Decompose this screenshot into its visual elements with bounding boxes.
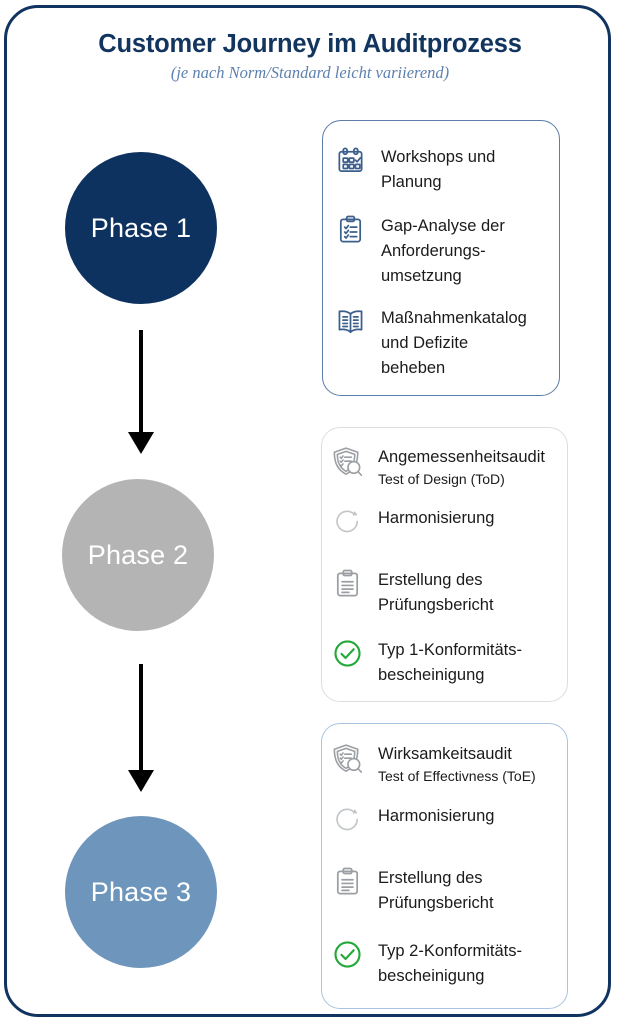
- phase-circle-3[interactable]: Phase 3: [65, 816, 217, 968]
- phase-circle-1[interactable]: Phase 1: [65, 152, 217, 304]
- list-item-title: Typ 1-Konformitäts- bescheinigung: [378, 641, 522, 684]
- page-title: Customer Journey im Auditprozess: [98, 30, 522, 58]
- phase-2-card: Angemessenheitsaudit Test of Design (ToD…: [321, 427, 568, 702]
- list-item-title: Harmonisierung: [378, 509, 495, 527]
- open-book-icon: [333, 306, 367, 337]
- header: Customer Journey im Auditprozess (je nac…: [0, 28, 620, 84]
- list-item[interactable]: Workshops und Planung: [333, 145, 495, 195]
- shield-magnifier-icon: [330, 742, 364, 777]
- check-circle-icon: [330, 638, 364, 669]
- list-item[interactable]: Gap-Analyse der Anforderungs- umsetzung: [333, 214, 505, 289]
- calendar-check-icon: [333, 145, 367, 176]
- phase-circle-2-label: Phase 2: [87, 539, 189, 570]
- list-item-title: Erstellung des Prüfungsbericht: [378, 869, 494, 912]
- page-subtitle: (je nach Norm/Standard leicht variierend…: [170, 63, 450, 82]
- list-item-title: Wirksamkeitsaudit: [378, 745, 512, 763]
- list-item[interactable]: Typ 1-Konformitäts- bescheinigung: [330, 638, 522, 688]
- shield-magnifier-icon: [330, 445, 364, 480]
- list-item-title: Harmonisierung: [378, 807, 495, 825]
- list-item-title: Gap-Analyse der Anforderungs- umsetzung: [381, 217, 505, 285]
- list-item-title: Workshops und Planung: [381, 148, 496, 191]
- clipboard-lines-icon: [330, 568, 364, 599]
- list-item-title: Maßnahmenkatalog und Defizite beheben: [381, 309, 527, 377]
- list-item[interactable]: Harmonisierung: [330, 506, 494, 537]
- list-item[interactable]: Harmonisierung: [330, 804, 494, 835]
- phase-circle-1-label: Phase 1: [90, 212, 192, 243]
- arrow-shaft: [139, 330, 143, 434]
- list-item[interactable]: Angemessenheitsaudit Test of Design (ToD…: [330, 445, 545, 489]
- list-item-title: Typ 2-Konformitäts- bescheinigung: [378, 942, 522, 985]
- arrow-head: [128, 432, 154, 454]
- phase-circle-3-label: Phase 3: [90, 876, 192, 907]
- phase-circle-2[interactable]: Phase 2: [62, 479, 214, 631]
- refresh-circle-icon: [330, 506, 364, 537]
- list-item-title: Erstellung des Prüfungsbericht: [378, 571, 494, 614]
- phase-1-card: Workshops und Planung: [322, 120, 560, 396]
- check-circle-icon: [330, 939, 364, 970]
- list-item[interactable]: Erstellung des Prüfungsbericht: [330, 568, 494, 618]
- arrow-down-icon-phase2-to-phase3: [121, 664, 161, 796]
- arrow-head: [128, 770, 154, 792]
- arrow-down-icon-phase1-to-phase2: [121, 330, 161, 462]
- list-item[interactable]: Maßnahmenkatalog und Defizite beheben: [333, 306, 527, 381]
- list-item[interactable]: Erstellung des Prüfungsbericht: [330, 866, 494, 916]
- phase-3-card: Wirksamkeitsaudit Test of Effectivness (…: [321, 723, 568, 1009]
- list-item[interactable]: Typ 2-Konformitäts- bescheinigung: [330, 939, 522, 989]
- list-item-subtitle: Test of Effectivness (ToE): [378, 768, 536, 784]
- refresh-circle-icon: [330, 804, 364, 835]
- arrow-shaft: [139, 664, 143, 772]
- list-item-subtitle: Test of Design (ToD): [378, 471, 505, 487]
- clipboard-lines-icon: [330, 866, 364, 897]
- list-item[interactable]: Wirksamkeitsaudit Test of Effectivness (…: [330, 742, 536, 786]
- list-item-title: Angemessenheitsaudit: [378, 448, 545, 466]
- clipboard-checklist-icon: [333, 214, 367, 245]
